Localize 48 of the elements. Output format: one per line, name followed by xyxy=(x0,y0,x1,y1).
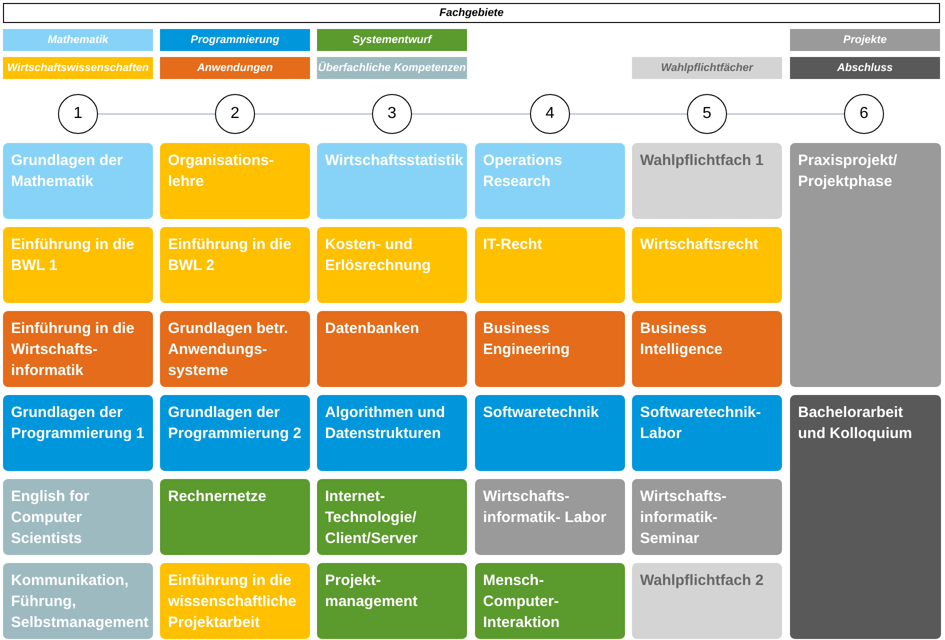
module-box: Einführung in die BWL 1 xyxy=(3,227,153,303)
semester-circle: 1 xyxy=(58,94,98,134)
title-bar: Fachgebiete xyxy=(3,3,940,23)
module-box: Wahlpflichtfach 2 xyxy=(632,563,782,639)
module-box: IT-Recht xyxy=(475,227,625,303)
module-box: Praxisprojekt/ Projektphase xyxy=(790,143,941,387)
module-box: Business Engineering xyxy=(475,311,625,387)
module-box: Wirtschaftsrecht xyxy=(632,227,782,303)
module-box: Kosten- und Erlösrechnung xyxy=(317,227,467,303)
module-box: Grundlagen betr. Anwendungs- systeme xyxy=(160,311,310,387)
semester-circle: 3 xyxy=(372,94,412,134)
module-box: Wirtschaftsstatistik xyxy=(317,143,467,219)
module-box: Einführung in die Wirtschafts- informatik xyxy=(3,311,153,387)
module-box: Softwaretechnik- Labor xyxy=(632,395,782,471)
module-box: Grundlagen der Programmierung 2 xyxy=(160,395,310,471)
module-box: Softwaretechnik xyxy=(475,395,625,471)
module-box: Operations Research xyxy=(475,143,625,219)
module-box: Internet- Technologie/ Client/Server xyxy=(317,479,467,555)
module-box: English for Computer Scientists xyxy=(3,479,153,555)
module-box: Algorithmen und Datenstrukturen xyxy=(317,395,467,471)
module-box: Grundlagen der Programmierung 1 xyxy=(3,395,153,471)
semester-circle: 2 xyxy=(215,94,255,134)
module-box: Einführung in die BWL 2 xyxy=(160,227,310,303)
semester-circle: 6 xyxy=(844,94,884,134)
module-box: Wirtschafts- informatik- Labor xyxy=(475,479,625,555)
legend-key: Projekte xyxy=(790,29,940,51)
legend-key: Abschluss xyxy=(790,57,940,79)
legend-key: Systementwurf xyxy=(317,29,467,51)
module-box: Grundlagen der Mathematik xyxy=(3,143,153,219)
module-box: Datenbanken xyxy=(317,311,467,387)
module-box: Organisations- lehre xyxy=(160,143,310,219)
legend-key: Überfachliche Kompetenzen xyxy=(317,57,467,79)
legend-key: Wahlpflichtfächer xyxy=(632,57,782,79)
legend-key: Mathematik xyxy=(3,29,153,51)
semester-circle: 5 xyxy=(687,94,727,134)
module-box: Kommunikation, Führung, Selbstmanagement xyxy=(3,563,153,639)
module-box: Einführung in die wissenschaftliche Projektarbeit xyxy=(160,563,310,639)
semester-circle: 4 xyxy=(530,94,570,134)
legend-key: Programmierung xyxy=(160,29,310,51)
module-box: Bachelorarbeit und Kolloquium xyxy=(790,395,941,639)
module-box: Projekt- management xyxy=(317,563,467,639)
legend-key: Anwendungen xyxy=(160,57,310,79)
module-box: Business Intelligence xyxy=(632,311,782,387)
legend-key: Wirtschaftswissenschaften xyxy=(3,57,153,79)
module-box: Wirtschafts- informatik- Seminar xyxy=(632,479,782,555)
module-box: Mensch- Computer- Interaktion xyxy=(475,563,625,639)
module-box: Rechnernetze xyxy=(160,479,310,555)
module-box: Wahlpflichtfach 1 xyxy=(632,143,782,219)
